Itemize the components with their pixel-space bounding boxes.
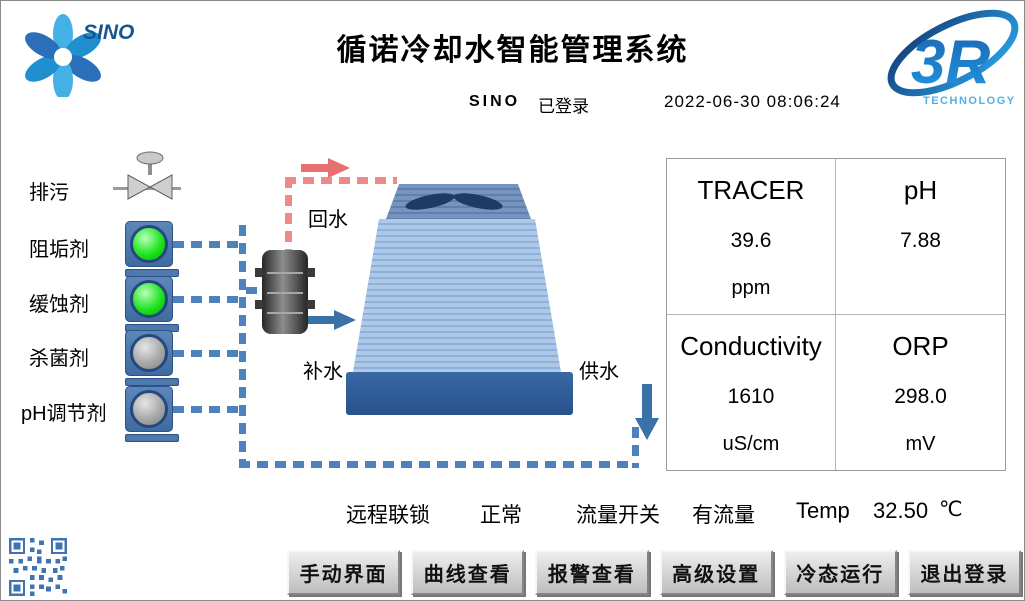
pump-base (125, 434, 179, 442)
pipe-dosing-1 (173, 241, 243, 248)
logo-petal (25, 55, 62, 82)
reading-conductivity: Conductivity 1610 uS/cm (667, 314, 836, 470)
cold-run-button[interactable]: 冷态运行 (783, 550, 897, 595)
temp-unit: ℃ (939, 498, 963, 521)
pipe-main-vertical (239, 225, 246, 468)
qr-code (9, 538, 67, 596)
3r-logo-subtext: TECHNOLOGY (923, 95, 1016, 107)
reading-unit: mV (905, 433, 936, 455)
pump-impeller (130, 280, 168, 318)
label-corrosion-inhibitor: 缓蚀剂 (29, 294, 89, 316)
label-scale-inhibitor: 阻垢剂 (29, 239, 89, 261)
logo-petal (53, 14, 73, 54)
manual-screen-button[interactable]: 手动界面 (287, 550, 401, 595)
reading-value: 298.0 (894, 385, 947, 409)
pump-corrosion-inhibitor (125, 276, 179, 332)
curve-view-button[interactable]: 曲线查看 (411, 550, 525, 595)
page-title: 循诺冷却水智能管理系统 (336, 34, 689, 67)
datetime: 2022-06-30 08:06:24 (664, 92, 841, 111)
pump-housing (125, 330, 173, 376)
interlock-label: 远程联锁 (346, 504, 430, 527)
label-ph-adjuster: pH调节剂 (21, 403, 107, 425)
label-makeup-water: 补水 (303, 361, 343, 383)
logo-petal (25, 32, 62, 59)
logo-petal (64, 32, 101, 59)
filter-nozzle (307, 300, 315, 309)
label-return-water: 回水 (308, 209, 348, 231)
alarm-view-button[interactable]: 报警查看 (535, 550, 649, 595)
pump-impeller (130, 390, 168, 428)
sino-logo: SINO (25, 14, 134, 97)
pipe-filter-connector (246, 287, 263, 294)
sino-logo-text: SINO (83, 21, 134, 44)
pump-housing (125, 386, 173, 432)
pipe-dosing-2 (173, 296, 243, 303)
pipe-dosing-3 (173, 350, 243, 357)
supply-flow-arrow (635, 384, 659, 440)
reading-name: TRACER (697, 175, 805, 205)
temp-label: Temp (796, 498, 850, 523)
logout-button[interactable]: 退出登录 (907, 550, 1022, 595)
pump-biocide (125, 330, 179, 386)
reading-unit: uS/cm (722, 433, 780, 455)
login-status: 已登录 (538, 97, 589, 116)
readings-panel: TRACER 39.6 ppm pH 7.88 Conductivity 161… (666, 158, 1006, 471)
flow-switch-label: 流量开关 (576, 504, 660, 527)
logo-center (54, 48, 72, 66)
pump-base (125, 378, 179, 386)
label-blowdown: 排污 (29, 182, 69, 204)
filter-vessel (255, 250, 315, 334)
reading-name: pH (903, 175, 938, 205)
filter-nozzle (255, 300, 263, 309)
label-biocide: 杀菌剂 (29, 348, 89, 370)
reading-value: 1610 (727, 385, 775, 409)
return-flow-arrow (301, 158, 350, 178)
button-bar: 手动界面 曲线查看 报警查看 高级设置 冷态运行 退出登录 (287, 550, 1022, 595)
pump-impeller (130, 225, 168, 263)
temp-value: 32.50 (873, 498, 929, 523)
pump-impeller (130, 334, 168, 372)
3r-logo-swoosh (887, 9, 1019, 97)
pipe-return-horizontal (285, 177, 397, 184)
reading-tracer: TRACER 39.6 ppm (667, 159, 836, 315)
advanced-settings-button[interactable]: 高级设置 (659, 550, 773, 595)
filter-nozzle (255, 268, 263, 277)
reading-ph: pH 7.88 (836, 159, 1005, 315)
cooling-tower-body (353, 219, 561, 372)
reading-unit: ppm (731, 276, 771, 299)
3r-logo-text: 3R (911, 28, 990, 97)
logo-petal (64, 55, 101, 82)
filter-nozzle (307, 268, 315, 277)
pipe-return-vertical (285, 177, 292, 253)
reading-name: ORP (892, 330, 949, 361)
blowdown-valve-icon (127, 151, 173, 200)
flow-switch-value: 有流量 (692, 504, 755, 527)
3r-logo: 3R TECHNOLOGY (887, 9, 1019, 107)
pipe-dosing-4 (173, 406, 243, 413)
pump-scale-inhibitor (125, 221, 179, 277)
reading-value: 39.6 (730, 229, 772, 253)
interlock-value: 正常 (480, 504, 522, 527)
pipe-supply-vertical (632, 427, 639, 468)
pipe-bottom-run (239, 461, 639, 468)
reading-orp: ORP 298.0 mV (836, 315, 1005, 471)
logged-in-user: SINO (469, 93, 521, 110)
logo-petal (53, 60, 73, 97)
pump-housing (125, 221, 173, 267)
reading-name: Conductivity (680, 330, 822, 361)
cooling-tower-basin (346, 372, 573, 415)
label-supply-water: 供水 (579, 361, 619, 383)
reading-value: 7.88 (900, 229, 941, 253)
makeup-flow-arrow (307, 310, 356, 330)
pump-ph-adjuster (125, 386, 179, 442)
pump-housing (125, 276, 173, 322)
